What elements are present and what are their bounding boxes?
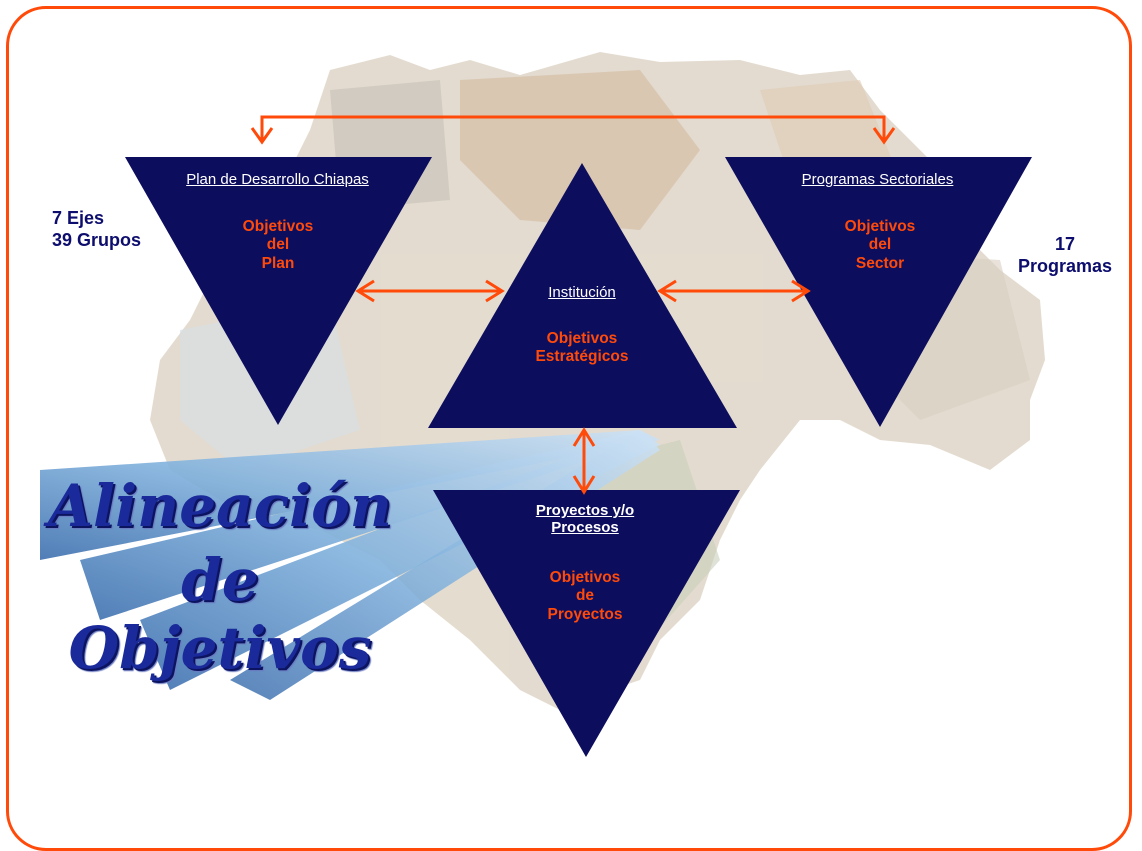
plan-side-count: 7 Ejes 39 Grupos (52, 208, 141, 252)
proyectos-objective-line-3: Proyectos (547, 605, 623, 623)
sector-objective: Objetivos del Sector (810, 218, 950, 273)
institucion-sector-arrow (657, 279, 811, 303)
title-line-1: Alineación (48, 472, 392, 540)
institucion-objective-line-2: Estratégicos (535, 348, 629, 366)
proyectos-objective-line-1: Objetivos (549, 569, 621, 586)
plan-ejes-count: 7 Ejes (52, 208, 105, 228)
alignment-diagram (40, 52, 1045, 757)
sector-objective-line-2: del (868, 236, 892, 254)
proyectos-triangle (433, 490, 740, 757)
proyectos-objective-line-2: de (575, 587, 595, 605)
programas-count-label: Programas (1017, 255, 1113, 276)
proyectos-objective: Objetivos de Proyectos (510, 569, 660, 624)
title-line-3: Objetivos (68, 614, 372, 682)
sector-side-count: 17 Programas (1010, 234, 1120, 278)
sector-objective-line-1: Objetivos (844, 218, 916, 235)
plan-objective-line-3: Plan (261, 254, 295, 272)
institucion-proyectos-arrow (572, 427, 596, 495)
plan-objective: Objetivos del Plan (208, 218, 348, 273)
top-connector-arrow (250, 115, 896, 145)
institucion-objective-line-1: Objetivos (546, 330, 618, 347)
institucion-objective: Objetivos Estratégicos (500, 330, 664, 367)
programas-count-number: 17 (1054, 234, 1076, 254)
sector-triangle (725, 157, 1032, 427)
institucion-triangle (428, 163, 737, 428)
institucion-heading: Institución (548, 284, 616, 301)
title-line-2: de (181, 546, 259, 614)
plan-grupos-count: 39 Grupos (52, 229, 142, 250)
plan-heading: Plan de Desarrollo Chiapas (186, 171, 369, 188)
plan-objective-line-1: Objetivos (242, 218, 314, 235)
plan-institucion-arrow (355, 279, 505, 303)
slide: Plan de Desarrollo Chiapas Objetivos del… (6, 6, 1132, 851)
proyectos-heading-line-2: Procesos (551, 519, 619, 537)
proyectos-heading: Proyectos y/o Procesos (500, 502, 670, 537)
sector-objective-line-3: Sector (855, 254, 905, 272)
plan-triangle (125, 157, 432, 425)
proyectos-heading-line-1: Proyectos y/o (535, 502, 635, 519)
sector-heading: Programas Sectoriales (801, 171, 954, 188)
plan-objective-line-2: del (266, 236, 290, 254)
